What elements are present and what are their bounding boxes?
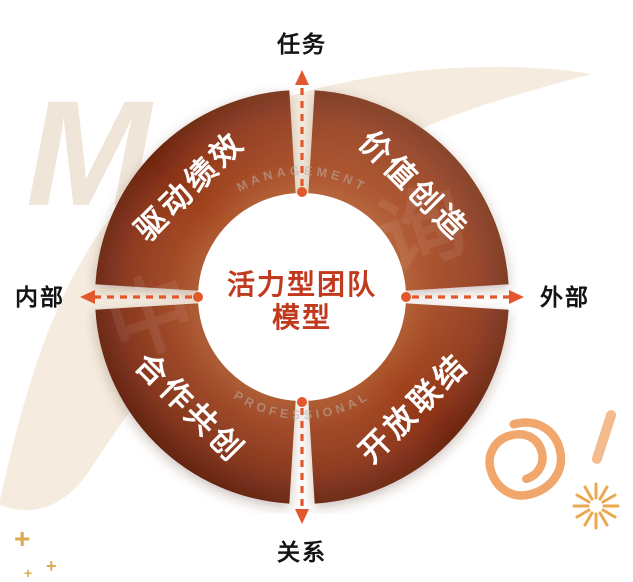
axis-arrow-top xyxy=(295,70,309,197)
arrow-right-icon xyxy=(509,290,524,304)
arrow-down-icon xyxy=(295,509,309,524)
axis-arrow-right xyxy=(401,290,524,304)
axis-arrow-bottom xyxy=(295,397,309,524)
donut-ring-shading xyxy=(95,90,509,504)
plus-decoration-1: + xyxy=(14,523,30,554)
slash-decoration xyxy=(591,410,617,464)
center-title-line2: 模型 xyxy=(272,302,332,333)
starburst-decoration xyxy=(572,482,620,530)
center-title-line1: 活力型团队 xyxy=(227,269,377,300)
plus-decoration-3: + xyxy=(24,565,32,581)
axis-arrow-left xyxy=(80,290,203,304)
axis-label-internal: 内部 xyxy=(15,284,65,310)
arrow-up-icon xyxy=(295,70,309,85)
center-hub xyxy=(198,193,406,401)
axis-label-external: 外部 xyxy=(540,284,590,310)
plus-decoration-2: + xyxy=(46,556,57,576)
arrow-left-icon xyxy=(80,290,95,304)
axis-label-relationship: 关系 xyxy=(277,539,327,565)
spiral-decoration xyxy=(485,418,566,500)
axis-label-task: 任务 xyxy=(276,31,327,57)
